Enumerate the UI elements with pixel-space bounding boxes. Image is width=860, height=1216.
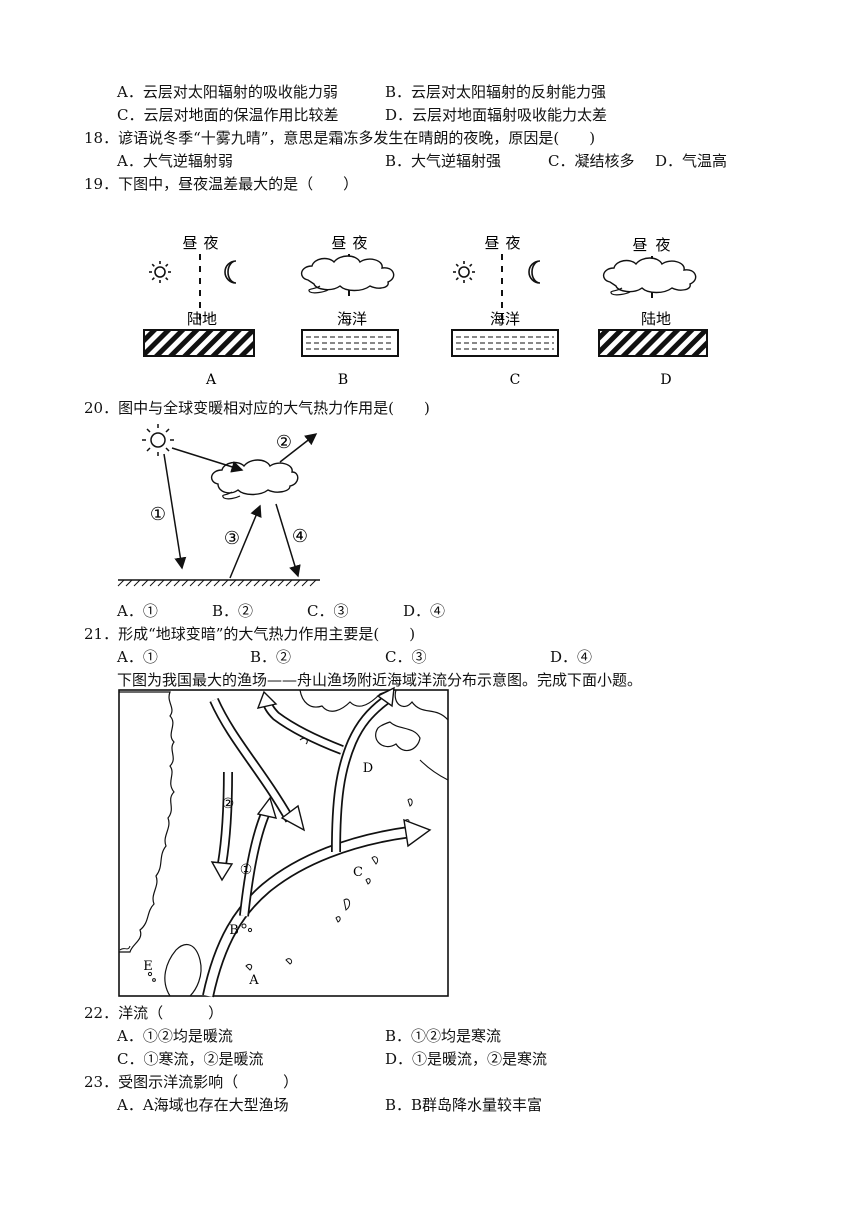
label-c: C bbox=[353, 865, 363, 880]
taiwan-coast bbox=[164, 943, 202, 997]
day-label: 昼 bbox=[331, 234, 346, 252]
surface-label: 陆地 bbox=[187, 310, 217, 328]
panel-letter: A bbox=[205, 372, 217, 388]
q20-stem: 20．图中与全球变暖相对应的大气热力作用是( ) bbox=[84, 399, 430, 417]
panel-letter: B bbox=[338, 372, 348, 388]
q20-option-c: C．③ bbox=[307, 602, 349, 620]
japan-island bbox=[375, 721, 421, 752]
day-label: 昼 bbox=[484, 234, 499, 252]
sun-icon bbox=[142, 424, 174, 456]
day-label: 昼 bbox=[632, 236, 647, 254]
q23-option-b: B．B群岛降水量较丰富 bbox=[385, 1096, 543, 1114]
panel-c: 昼 夜 海洋 C bbox=[451, 234, 559, 388]
q21-option-d: D．④ bbox=[550, 648, 593, 666]
day-label: 昼 bbox=[182, 234, 197, 252]
q17-option-b: B．云层对太阳辐射的反射能力强 bbox=[385, 83, 607, 101]
label-4: ④ bbox=[292, 526, 308, 547]
night-label: 夜 bbox=[505, 234, 520, 252]
surface-label: 陆地 bbox=[641, 310, 671, 328]
arrow-2 bbox=[279, 433, 318, 463]
label-b: B bbox=[229, 923, 239, 938]
q18-option-b: B．大气逆辐射强 bbox=[385, 152, 502, 170]
q18-option-a: A．大气逆辐射弱 bbox=[117, 152, 233, 170]
q20-option-a: A．① bbox=[117, 602, 158, 620]
arrow-to-cloud bbox=[171, 447, 244, 473]
surface-label: 海洋 bbox=[490, 310, 520, 328]
q18-option-d: D．气温高 bbox=[655, 152, 728, 170]
label-1: ① bbox=[150, 504, 166, 525]
current-1-label: ① bbox=[240, 862, 253, 878]
panel-letter: C bbox=[510, 372, 521, 388]
panel-b: 昼 夜 海洋 B bbox=[300, 234, 399, 388]
q17-option-d: D．云层对地面辐射吸收能力太差 bbox=[385, 106, 608, 124]
q21-option-a: A．① bbox=[117, 648, 158, 666]
q23-option-a: A．A海域也存在大型渔场 bbox=[117, 1096, 289, 1114]
day-night-figure: 昼 夜 陆地 A 昼 夜 海洋 B 昼 夜 海洋 C bbox=[143, 234, 708, 388]
label-3: ③ bbox=[224, 528, 240, 549]
ground-hatch bbox=[117, 579, 317, 587]
q22-option-a: A．①②均是暖流 bbox=[117, 1027, 233, 1045]
heat-balance-figure: ① ② ③ ④ bbox=[117, 424, 320, 587]
q17-option-c: C．云层对地面的保温作用比较差 bbox=[117, 106, 339, 124]
panel-a: 昼 夜 陆地 A bbox=[143, 234, 255, 388]
label-2: ② bbox=[276, 432, 292, 453]
q19-stem: 19．下图中，昼夜温差最大的是（ ） bbox=[84, 175, 359, 193]
label-a: A bbox=[248, 973, 259, 988]
q20-option-b: B．② bbox=[212, 602, 254, 620]
label-e: E bbox=[143, 959, 153, 974]
q18-stem: 18．谚语说冬季“十雾九晴”，意思是霜冻多发生在晴朗的夜晚，原因是( ) bbox=[84, 129, 596, 147]
q22-option-d: D．①是暖流，②是寒流 bbox=[385, 1050, 548, 1068]
q21-option-b: B．② bbox=[250, 648, 292, 666]
q22-option-c: C．①寒流，②是暖流 bbox=[117, 1050, 264, 1068]
label-d: D bbox=[363, 761, 373, 776]
night-label: 夜 bbox=[352, 234, 367, 252]
q21-stem: 21．形成“地球变暗”的大气热力作用主要是( ) bbox=[84, 625, 416, 643]
panel-letter: D bbox=[660, 372, 671, 388]
q21-option-c: C．③ bbox=[385, 648, 427, 666]
q20-option-d: D．④ bbox=[403, 602, 446, 620]
surface-label: 海洋 bbox=[337, 310, 367, 328]
q17-option-a: A．云层对太阳辐射的吸收能力弱 bbox=[117, 83, 338, 101]
q22-option-b: B．①②均是寒流 bbox=[385, 1027, 502, 1045]
arrow-1 bbox=[163, 453, 187, 570]
ocean-current-map: ② ① D C B E A bbox=[118, 686, 449, 998]
q22-stem: 22．洋流（ ） bbox=[84, 1004, 224, 1022]
q23-stem: 23．受图示洋流影响（ ） bbox=[84, 1073, 299, 1091]
night-label: 夜 bbox=[203, 234, 218, 252]
current-2-label: ② bbox=[222, 796, 235, 812]
mainland-coast bbox=[119, 691, 175, 953]
panel-d: 昼 夜 陆地 D bbox=[598, 236, 708, 388]
arrow-4 bbox=[275, 503, 301, 578]
q18-option-c: C．凝结核多 bbox=[548, 152, 635, 170]
map-intro: 下图为我国最大的渔场——舟山渔场附近海域洋流分布示意图。完成下面小题。 bbox=[117, 671, 643, 689]
night-label: 夜 bbox=[655, 236, 670, 254]
arrow-3 bbox=[229, 504, 262, 579]
